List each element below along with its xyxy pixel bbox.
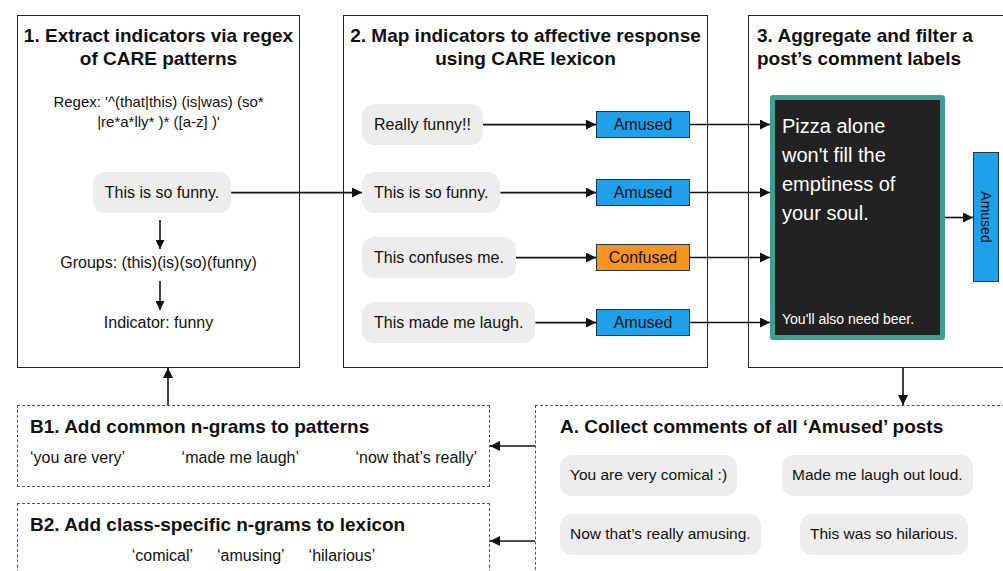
connector-arrow (535, 322, 596, 324)
connector-arrow (483, 124, 596, 126)
node-text: A. Collect comments of all ‘Amused’ post… (560, 416, 1002, 439)
connector-arrow (500, 192, 596, 194)
connector-arrow (902, 368, 904, 405)
connector-arrow (690, 124, 770, 126)
node-text: This confuses me. (374, 248, 504, 267)
comment-bubble: You are very comical :) (560, 455, 737, 496)
comment-bubble: This is so funny. (362, 172, 500, 213)
node-text: This made me laugh. (374, 313, 523, 332)
node-text: Amused (614, 314, 673, 332)
feedback-box: B1. Add common n-grams to patterns ‘you a… (17, 405, 490, 487)
node-text: This is so funny. (105, 183, 219, 202)
node-text: Confused (609, 249, 678, 267)
ngram-row: ‘you are very’ ‘made me laugh’ ‘now that’s… (30, 449, 477, 467)
node-text: Made me laugh out loud. (792, 466, 963, 485)
node-subtext: ‘comical’ (132, 547, 193, 565)
node-subtext: ‘you are very’ (30, 449, 125, 467)
collect-box: A. Collect comments of all ‘Amused’ post… (535, 405, 1003, 571)
node-text: This is so funny. (374, 183, 488, 202)
comment-bubble: This made me laugh. (362, 302, 535, 343)
connector-arrow (490, 445, 535, 447)
down-arrow (159, 220, 161, 249)
node-subtext: Regex: '^(that|this) (is|was) (so* |re*a… (32, 92, 285, 133)
step-panel: 1. Extract indicators via regex of CARE … (17, 15, 300, 368)
connector-arrow (516, 257, 596, 259)
node-subtext: ‘hilarious’ (309, 547, 376, 565)
node-text: Amused (978, 191, 994, 242)
connector-arrow (167, 368, 169, 405)
comment-bubble: This confuses me. (362, 237, 516, 278)
ngram-row: ‘comical’ ‘amusing’ ‘hilarious’ (30, 547, 477, 565)
chalkboard-post: Pizza alone won't fill the emptiness of … (770, 95, 945, 340)
connector-arrow (690, 322, 770, 324)
node-text: Really funny!! (374, 115, 471, 134)
label-box: Amused (596, 179, 690, 206)
node-subtext: Groups: (this)(is)(so)(funny) (18, 254, 299, 272)
node-text: Pizza alone won't fill the emptiness of … (782, 112, 933, 228)
node-subtext: ‘made me laugh’ (182, 449, 299, 467)
connector-arrow (690, 192, 770, 194)
node-text: 3. Aggregate and filter a post’s comment… (757, 24, 997, 70)
node-text: B1. Add common n-grams to patterns (30, 416, 477, 439)
node-subtext: You'll also need beer. (782, 311, 933, 327)
comment-bubble: This was so hilarious. (800, 514, 968, 555)
connector-arrow (945, 217, 973, 219)
node-text: B2. Add class-specific n-grams to lexico… (30, 514, 477, 537)
connector-arrow (490, 540, 535, 542)
label-box: Confused (596, 244, 690, 271)
node-text: Amused (614, 116, 673, 134)
node-text: Amused (614, 184, 673, 202)
label-box: Amused (596, 309, 690, 336)
step-panel: 3. Aggregate and filter a post’s comment… (748, 15, 1003, 368)
node-text: This was so hilarious. (810, 525, 958, 544)
comment-bubble: Made me laugh out loud. (782, 455, 973, 496)
connector-arrow (690, 257, 770, 259)
label-box: Amused (596, 111, 690, 138)
comment-bubble: Really funny!! (362, 104, 483, 145)
feedback-box: B2. Add class-specific n-grams to lexico… (17, 503, 490, 571)
node-text: 1. Extract indicators via regex of CARE … (18, 24, 299, 70)
down-arrow (159, 281, 161, 310)
node-subtext: ‘now that’s really’ (355, 449, 477, 467)
comment-bubble: This is so funny. (93, 172, 231, 213)
post-label-box: Amused (973, 152, 999, 282)
comment-bubble: Now that’s really amusing. (560, 514, 761, 555)
node-text: Now that’s really amusing. (570, 525, 751, 544)
node-text: You are very comical :) (570, 466, 727, 485)
node-subtext: ‘amusing’ (217, 547, 285, 565)
node-text: 2. Map indicators to affective response … (344, 24, 707, 70)
node-subtext: Indicator: funny (18, 314, 299, 332)
step-panel: 2. Map indicators to affective response … (343, 15, 708, 368)
